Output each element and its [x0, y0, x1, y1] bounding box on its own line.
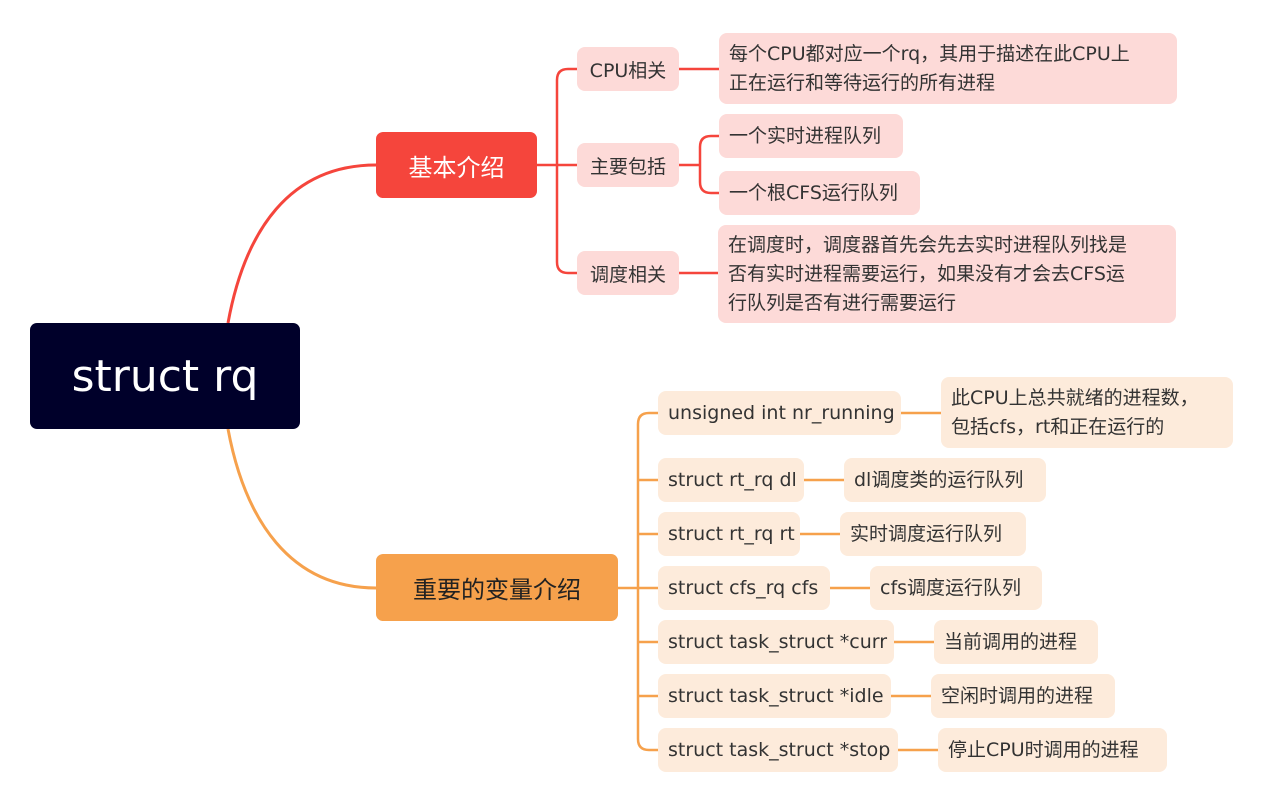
topic-label: 调度相关 — [589, 263, 666, 286]
topic-scheduling[interactable]: 调度相关 — [577, 251, 679, 295]
topic-contents[interactable]: 主要包括 — [577, 143, 679, 187]
var-rt[interactable]: struct rt_rq rt — [658, 512, 800, 556]
var-idle[interactable]: struct task_struct *idle — [658, 674, 891, 718]
root-label: struct rq — [71, 350, 259, 402]
var-label: struct rt_rq dl — [668, 469, 797, 491]
detail-dl[interactable]: dl调度类的运行队列 — [844, 458, 1046, 502]
detail-curr[interactable]: 当前调用的进程 — [934, 620, 1098, 664]
var-label: struct task_struct *idle — [668, 685, 884, 707]
link-vars-up — [636, 411, 658, 588]
link-main-leaf1 — [698, 134, 719, 165]
link-main-leaf2 — [698, 165, 719, 195]
link-basic-sched — [555, 165, 577, 275]
detail-text: 实时调度运行队列 — [850, 522, 1003, 545]
var-stop[interactable]: struct task_struct *stop — [658, 728, 898, 772]
var-label: struct task_struct *stop — [668, 739, 891, 761]
detail-rt[interactable]: 实时调度运行队列 — [840, 512, 1026, 556]
branch-label: 重要的变量介绍 — [413, 576, 581, 604]
link-root-vars — [226, 428, 377, 590]
var-cfs[interactable]: struct cfs_rq cfs — [658, 566, 830, 610]
detail-idle[interactable]: 空闲时调用的进程 — [931, 674, 1115, 718]
detail-cfs-queue[interactable]: 一个根CFS运行队列 — [719, 171, 920, 215]
var-curr[interactable]: struct task_struct *curr — [658, 620, 894, 664]
detail-text: cfs调度运行队列 — [880, 576, 1022, 599]
detail-text: 一个根CFS运行队列 — [729, 181, 898, 204]
detail-stop[interactable]: 停止CPU时调用的进程 — [938, 728, 1167, 772]
var-label: struct cfs_rq cfs — [668, 577, 819, 599]
detail-text: 当前调用的进程 — [944, 630, 1078, 653]
var-nr-running[interactable]: unsigned int nr_running — [658, 391, 901, 435]
root-node[interactable]: struct rq — [30, 323, 300, 429]
topic-cpu[interactable]: CPU相关 — [577, 47, 679, 91]
topic-label: CPU相关 — [589, 59, 667, 82]
branch-label: 基本介绍 — [408, 153, 505, 182]
detail-text: 停止CPU时调用的进程 — [948, 738, 1139, 761]
detail-cfs[interactable]: cfs调度运行队列 — [870, 566, 1042, 610]
detail-text: 空闲时调用的进程 — [941, 684, 1094, 707]
detail-text: 每个CPU都对应一个rq，其用于描述在此CPU上 正在运行和等待运行的所有进程 — [729, 42, 1130, 94]
var-dl[interactable]: struct rt_rq dl — [658, 458, 804, 502]
branch-basic-intro[interactable]: 基本介绍 — [376, 132, 537, 198]
link-basic-cpu — [555, 67, 577, 165]
link-vars-down — [636, 588, 658, 752]
detail-scheduling[interactable]: 在调度时，调度器首先会先去实时进程队列找是 否有实时进程需要运行，如果没有才会去… — [718, 225, 1176, 323]
branch-important-vars[interactable]: 重要的变量介绍 — [376, 554, 618, 621]
var-label: struct rt_rq rt — [668, 523, 795, 545]
detail-realtime-queue[interactable]: 一个实时进程队列 — [719, 114, 903, 158]
var-label: unsigned int nr_running — [668, 402, 895, 424]
detail-text: 此CPU上总共就绪的进程数， 包括cfs，rt和正在运行的 — [951, 386, 1199, 438]
detail-nr-running[interactable]: 此CPU上总共就绪的进程数， 包括cfs，rt和正在运行的 — [941, 377, 1233, 448]
detail-text: 一个实时进程队列 — [729, 124, 882, 147]
detail-text: dl调度类的运行队列 — [854, 468, 1024, 491]
topic-label: 主要包括 — [589, 155, 666, 178]
link-root-basic — [226, 163, 377, 324]
var-label: struct task_struct *curr — [668, 631, 888, 653]
detail-text: 在调度时，调度器首先会先去实时进程队列找是 否有实时进程需要运行，如果没有才会去… — [728, 233, 1128, 314]
detail-cpu[interactable]: 每个CPU都对应一个rq，其用于描述在此CPU上 正在运行和等待运行的所有进程 — [719, 33, 1177, 104]
